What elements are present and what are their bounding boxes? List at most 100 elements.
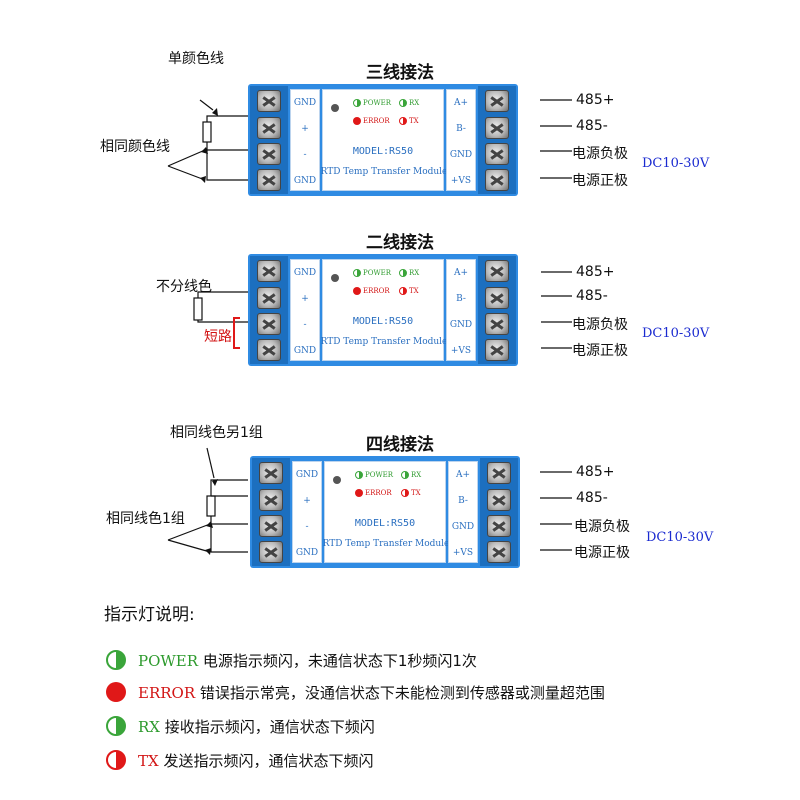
terminal-label: A+: [453, 268, 469, 278]
supply-voltage: DC10-30V: [642, 156, 710, 171]
left-note: 单颜色线: [168, 51, 224, 67]
power-led-icon: [353, 269, 361, 277]
left-terminal-block: [250, 256, 288, 364]
screw-terminal: [485, 260, 509, 282]
screw-terminal: [257, 313, 281, 335]
right-note: 电源正极: [572, 173, 628, 189]
right-terminal-block: [478, 86, 516, 194]
right-note: 电源负极: [572, 146, 628, 162]
indicator-dot: [331, 104, 339, 112]
screw-terminal: [257, 143, 281, 165]
terminal-label: GND: [293, 346, 317, 356]
led-label: RX: [409, 269, 420, 277]
right-note: 485-: [576, 490, 608, 506]
rx-led-icon: [399, 99, 407, 107]
left-note: 相同线色1组: [106, 511, 185, 527]
left-label-column: GND + - GND: [290, 89, 320, 191]
error-led-icon: [353, 287, 361, 295]
terminal-label: A+: [453, 98, 469, 108]
module-subtitle: RTD Temp Transfer Module: [322, 539, 450, 549]
terminal-label: GND: [293, 268, 317, 278]
rs50-module: GND + - GND POWER RX ERROR TX MODEL:RS50…: [250, 456, 520, 568]
right-note: 485-: [576, 118, 608, 134]
terminal-label: -: [303, 150, 307, 160]
tx-led-icon: [399, 117, 407, 125]
terminal-label: GND: [449, 150, 473, 160]
screw-terminal: [485, 313, 509, 335]
right-terminal-block: [480, 458, 518, 566]
terminal-label: GND: [451, 522, 475, 532]
module-face: POWER RX ERROR TX MODEL:RS50 RTD Temp Tr…: [321, 89, 447, 191]
model-label: MODEL:RS50: [352, 316, 414, 327]
legend-desc: 接收指示频闪，通信状态下频闪: [164, 718, 375, 736]
screw-terminal: [257, 287, 281, 309]
left-note: 相同颜色线: [100, 139, 170, 155]
screw-terminal: [257, 169, 281, 191]
led-label: POWER: [363, 269, 392, 277]
led-label: ERROR: [363, 287, 390, 295]
left-label-column: GND + - GND: [290, 259, 320, 361]
led-label: TX: [409, 287, 419, 295]
led-label: RX: [411, 471, 422, 479]
legend-code: RX: [138, 718, 160, 736]
terminal-label: GND: [293, 176, 317, 186]
power-led-icon: [353, 99, 361, 107]
red-led-icon: [106, 682, 126, 702]
right-note: 485+: [576, 264, 615, 280]
terminal-label: -: [305, 522, 309, 532]
rx-led-icon: [399, 269, 407, 277]
supply-voltage: DC10-30V: [642, 326, 710, 341]
rx-led-icon: [401, 471, 409, 479]
diagram-title: 四线接法: [366, 435, 434, 455]
terminal-label: GND: [295, 548, 319, 558]
legend-heading: 指示灯说明:: [104, 605, 195, 625]
left-terminal-block: [250, 86, 288, 194]
right-note: 485+: [576, 464, 615, 480]
right-label-column: A+ B- GND +VS: [446, 259, 476, 361]
terminal-label: +: [301, 294, 309, 304]
terminal-label: +: [303, 496, 311, 506]
indicator-dot: [333, 476, 341, 484]
terminal-label: B-: [456, 294, 466, 304]
rs50-module: GND + - GND POWER RX ERROR TX MODEL:RS50…: [248, 84, 518, 196]
led-label: ERROR: [365, 489, 392, 497]
short-note: 短路: [204, 329, 232, 345]
supply-voltage: DC10-30V: [646, 530, 714, 545]
screw-terminal: [485, 117, 509, 139]
right-note: 电源正极: [572, 343, 628, 359]
legend-code: POWER: [138, 652, 199, 670]
screw-terminal: [257, 339, 281, 361]
screw-terminal: [487, 515, 511, 537]
half-red-led-icon: [106, 750, 126, 770]
legend-code: TX: [138, 752, 159, 770]
screw-terminal: [485, 339, 509, 361]
terminal-label: B-: [456, 124, 466, 134]
screw-terminal: [257, 90, 281, 112]
error-led-icon: [353, 117, 361, 125]
terminal-label: GND: [449, 320, 473, 330]
screw-terminal: [259, 541, 283, 563]
screw-terminal: [487, 462, 511, 484]
screw-terminal: [485, 90, 509, 112]
legend-desc: 发送指示频闪，通信状态下频闪: [163, 752, 374, 770]
led-label: RX: [409, 99, 420, 107]
left-label-column: GND + - GND: [292, 461, 322, 563]
half-green-led-icon: [106, 650, 126, 670]
left-terminal-block: [252, 458, 290, 566]
tx-led-icon: [401, 489, 409, 497]
right-label-column: A+ B- GND +VS: [448, 461, 478, 563]
legend-desc: 错误指示常亮，没通信状态下未能检测到传感器或测量超范围: [199, 684, 605, 702]
screw-terminal: [485, 169, 509, 191]
led-label: TX: [409, 117, 419, 125]
screw-terminal: [487, 541, 511, 563]
screw-terminal: [485, 287, 509, 309]
terminal-label: +VS: [450, 176, 472, 186]
right-label-column: A+ B- GND +VS: [446, 89, 476, 191]
screw-terminal: [259, 515, 283, 537]
terminal-label: +: [301, 124, 309, 134]
terminal-label: B-: [458, 496, 468, 506]
diagram-title: 三线接法: [366, 63, 434, 83]
module-face: POWER RX ERROR TX MODEL:RS50 RTD Temp Tr…: [321, 259, 447, 361]
left-note: 不分线色: [156, 279, 212, 295]
module-subtitle: RTD Temp Transfer Module: [320, 337, 448, 347]
